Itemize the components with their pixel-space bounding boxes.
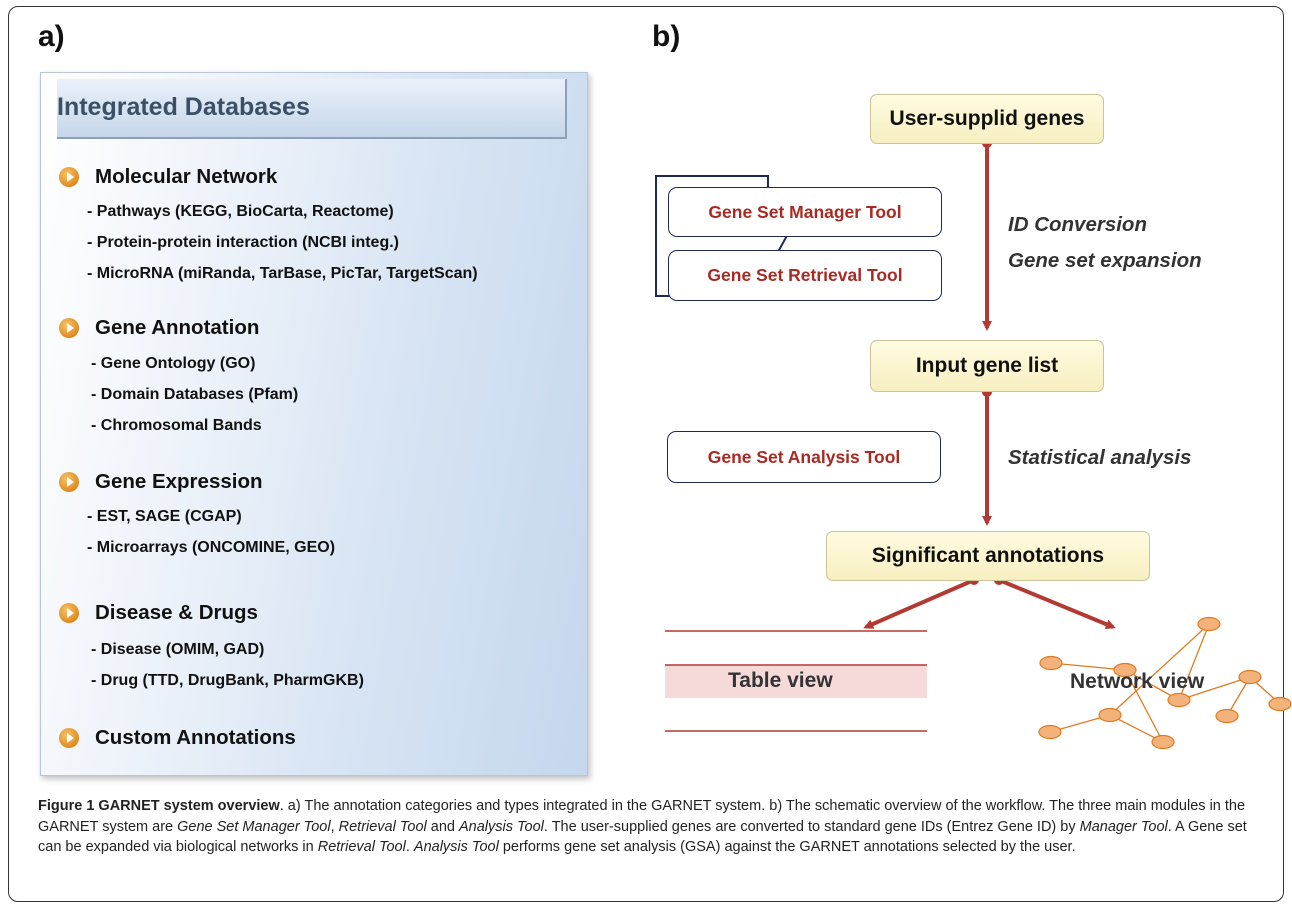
caption-italic: Retrieval Tool bbox=[317, 839, 406, 855]
database-item: - Disease (OMIM, GAD) bbox=[91, 641, 265, 658]
database-item: - Gene Ontology (GO) bbox=[91, 355, 256, 372]
caption-text: , bbox=[330, 818, 339, 835]
id-conversion-label: ID Conversion bbox=[1008, 213, 1147, 236]
figure-caption: Figure 1 GARNET system overview. a) The … bbox=[38, 796, 1268, 858]
category-disease-drugs: Disease & Drugs bbox=[59, 601, 258, 625]
play-bullet-icon bbox=[59, 472, 79, 492]
caption-text: performs gene set analysis (GSA) against… bbox=[498, 839, 1076, 855]
integrated-databases-panel: Integrated Databases Molecular Network -… bbox=[40, 72, 588, 776]
arrow-to-table-view bbox=[863, 578, 975, 629]
caption-italic: Manager Tool bbox=[1079, 818, 1168, 835]
category-label: Disease & Drugs bbox=[95, 601, 258, 624]
table-view-label: Table view bbox=[728, 669, 833, 692]
database-item: - EST, SAGE (CGAP) bbox=[87, 508, 242, 525]
caption-text: . bbox=[405, 839, 414, 855]
significant-annotations-box: Significant annotations bbox=[826, 531, 1150, 581]
databases-title: Integrated Databases bbox=[57, 93, 310, 121]
gene-set-retrieval-tool: Gene Set Retrieval Tool bbox=[668, 250, 942, 301]
play-bullet-icon bbox=[59, 728, 79, 748]
category-gene-expression: Gene Expression bbox=[59, 470, 262, 494]
play-bullet-icon bbox=[59, 603, 79, 623]
play-bullet-icon bbox=[59, 318, 79, 338]
caption-text: . A Gene set can be expanded via biologi… bbox=[38, 818, 1247, 856]
table-highlight-row bbox=[665, 665, 927, 698]
caption-text: . a) The annotation categories and types… bbox=[38, 798, 1246, 835]
arrow-to-network-view bbox=[998, 578, 1116, 629]
database-item: - Domain Databases (Pfam) bbox=[91, 386, 299, 403]
database-item: - Chromosomal Bands bbox=[91, 417, 262, 434]
gene-set-analysis-tool: Gene Set Analysis Tool bbox=[667, 431, 941, 483]
category-molecular-network: Molecular Network bbox=[59, 165, 277, 189]
caption-italic: Gene Set Manager Tool bbox=[177, 818, 331, 835]
caption-text: and bbox=[426, 818, 459, 835]
caption-italic: Analysis Tool bbox=[413, 839, 499, 855]
databases-title-bar: Integrated Databases bbox=[57, 79, 567, 139]
caption-text: . The user-supplied genes are converted … bbox=[543, 818, 1080, 835]
panel-a-label: a) bbox=[38, 20, 65, 53]
figure-frame bbox=[8, 6, 1284, 902]
caption-italic: Analysis Tool bbox=[459, 818, 544, 835]
database-item: - Protein-protein interaction (NCBI inte… bbox=[87, 234, 399, 251]
database-item: - Microarrays (ONCOMINE, GEO) bbox=[87, 539, 336, 556]
category-label: Molecular Network bbox=[95, 165, 278, 188]
category-label: Gene Annotation bbox=[95, 316, 260, 339]
caption-italic: Retrieval Tool bbox=[338, 818, 427, 835]
category-label: Custom Annotations bbox=[95, 726, 296, 749]
database-item: - Pathways (KEGG, BioCarta, Reactome) bbox=[87, 203, 394, 220]
input-gene-list-box: Input gene list bbox=[870, 340, 1104, 392]
play-bullet-icon bbox=[59, 167, 79, 187]
category-label: Gene Expression bbox=[95, 470, 263, 493]
network-view-label: Network view bbox=[1070, 670, 1205, 693]
panel-b-label: b) bbox=[652, 20, 681, 53]
database-item: - Drug (TTD, DrugBank, PharmGKB) bbox=[91, 672, 364, 689]
gene-set-expansion-label: Gene set expansion bbox=[1008, 249, 1202, 272]
statistical-analysis-label: Statistical analysis bbox=[1008, 446, 1192, 469]
gene-set-manager-tool: Gene Set Manager Tool bbox=[668, 187, 942, 237]
user-genes-box: User-supplid genes bbox=[870, 94, 1104, 144]
caption-lead: Figure 1 GARNET system overview bbox=[38, 798, 280, 814]
database-item: - MicroRNA (miRanda, TarBase, PicTar, Ta… bbox=[87, 265, 478, 282]
category-custom-annotations: Custom Annotations bbox=[59, 726, 296, 750]
category-gene-annotation: Gene Annotation bbox=[59, 316, 259, 340]
